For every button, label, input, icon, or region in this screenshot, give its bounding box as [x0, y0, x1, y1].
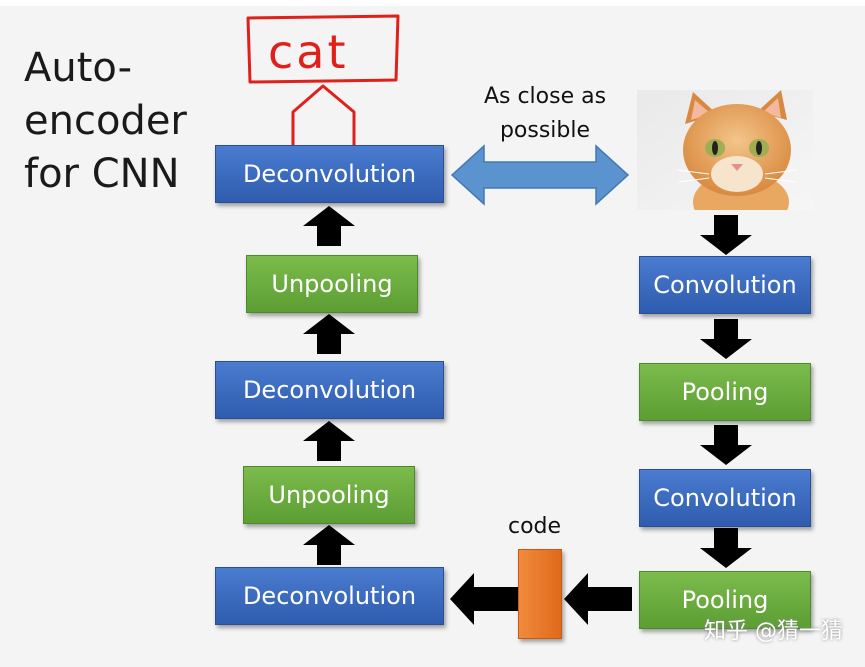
encoder-convolution-upper: Convolution [639, 256, 811, 314]
code-block [518, 549, 562, 639]
slide: Auto- encoder for CNN cat Deconvolution … [0, 6, 865, 667]
left-arrow-to-code [564, 573, 632, 625]
up-arrow-3 [303, 421, 355, 461]
decoder-unpooling-upper: Unpooling [246, 255, 418, 313]
watermark: 知乎 @猜一猜 [704, 619, 843, 644]
down-arrow-4 [700, 528, 752, 568]
code-label: code [508, 514, 562, 539]
down-arrow-3 [700, 425, 752, 465]
left-arrow-to-decoder [450, 573, 518, 625]
title-line-1: Auto- [24, 45, 133, 91]
up-arrow-2 [303, 314, 355, 354]
encoder-pooling-upper: Pooling [639, 363, 811, 421]
encoder-convolution-lower: Convolution [639, 469, 811, 527]
down-arrow-2 [700, 319, 752, 359]
cat-text: cat [268, 25, 349, 79]
double-arrow [450, 144, 630, 206]
up-arrow-1 [303, 206, 355, 246]
slide-title: Auto- encoder for CNN [24, 42, 187, 201]
decoder-deconvolution-top: Deconvolution [215, 145, 444, 203]
cat-image [637, 90, 813, 210]
encoder-pooling-lower: Pooling [639, 571, 811, 629]
decoder-deconvolution-bottom: Deconvolution [215, 567, 444, 625]
down-arrow-1 [700, 215, 752, 255]
comparison-label: As close as possible [483, 84, 607, 143]
title-line-2: encoder [24, 98, 187, 144]
cat-annotation: cat [246, 14, 400, 148]
title-line-3: for CNN [24, 151, 180, 197]
decoder-unpooling-lower: Unpooling [243, 466, 415, 524]
up-arrow-4 [303, 525, 355, 565]
decoder-deconvolution-middle: Deconvolution [215, 361, 444, 419]
